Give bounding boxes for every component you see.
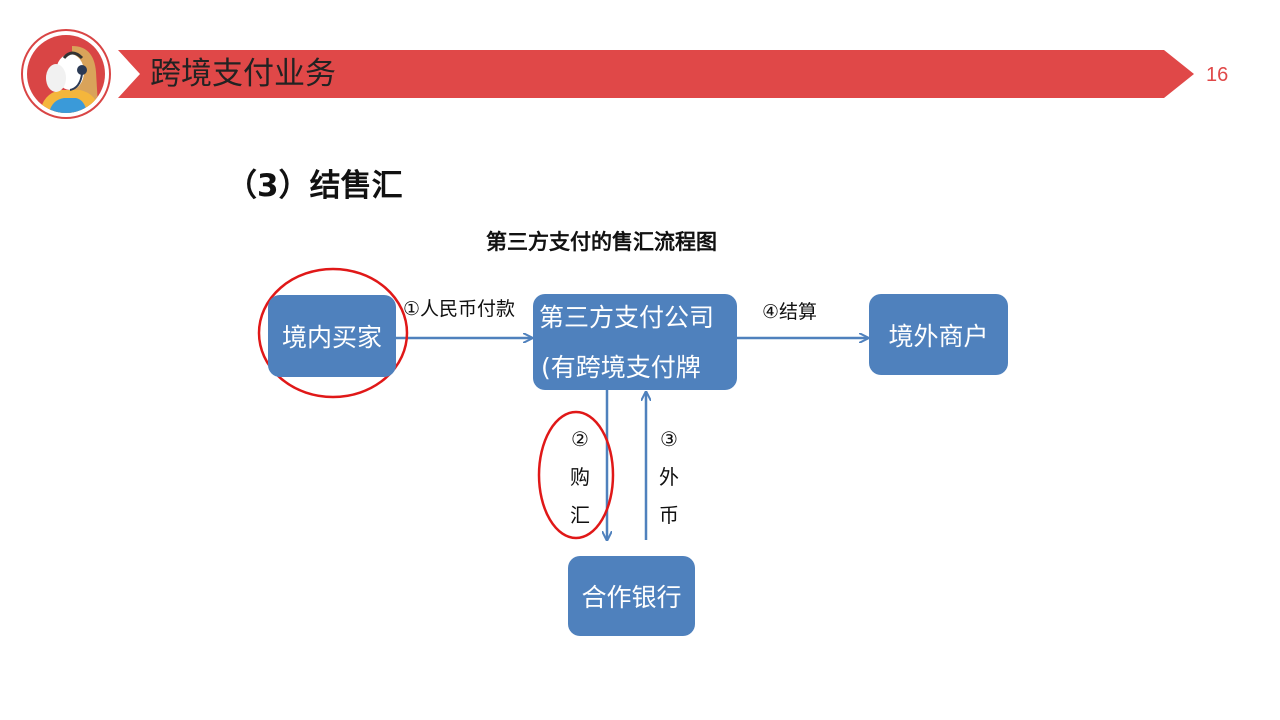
node-third-party-line2: (有跨境支付牌	[541, 348, 701, 384]
edge-label-foreign-currency-char: 外	[657, 458, 681, 496]
edge-label-foreign-currency-char: 币	[657, 496, 681, 534]
edge-label-purchase-fx-char: ②	[568, 420, 592, 458]
edge-label-foreign-currency-char: ③	[657, 420, 681, 458]
edge-label-purchase-fx-char: 购	[568, 458, 592, 496]
edge-label-purchase-fx: ② 购 汇	[568, 420, 592, 534]
node-domestic-buyer: 境内买家	[268, 295, 396, 377]
edge-label-foreign-currency: ③ 外 币	[657, 420, 681, 534]
node-overseas-merchant: 境外商户	[869, 294, 1008, 375]
node-partner-bank: 合作银行	[568, 556, 695, 636]
node-third-party-line1: 第三方支付公司	[539, 298, 714, 334]
edge-label-rmb-payment: ①人民币付款	[403, 294, 515, 321]
edge-label-purchase-fx-char: 汇	[568, 496, 592, 534]
node-third-party-payment: 第三方支付公司 (有跨境支付牌	[533, 294, 737, 390]
edge-label-settlement: ④结算	[762, 297, 817, 324]
